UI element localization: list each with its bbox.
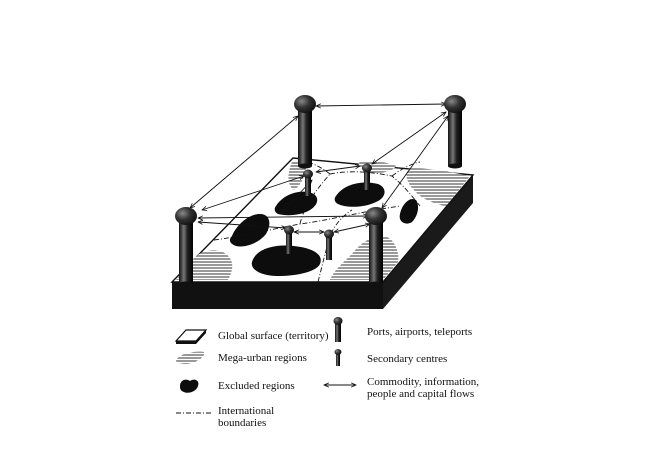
legend-label-boundaries-line1: International [218, 405, 275, 417]
secondary-centre-icon [362, 163, 372, 190]
port-pillar-icon [333, 317, 343, 342]
legend-label-secondary: Secondary centres [367, 353, 448, 365]
flow-arrow [372, 112, 446, 164]
slab-front-face [172, 282, 383, 309]
flows [190, 104, 448, 232]
legend-label-mega-urban: Mega-urban regions [218, 352, 307, 364]
slab-right-face [383, 175, 473, 309]
flow-arrow [316, 166, 360, 172]
flow-arrow [198, 222, 286, 228]
mega-urban-icon [176, 351, 205, 364]
secondary-centre-icon [324, 229, 334, 260]
legend-label-excluded: Excluded regions [218, 380, 295, 392]
excluded-region [334, 182, 385, 207]
port-pillar-icon [294, 95, 316, 169]
port-pillar-icon [444, 95, 466, 169]
secondary-centre-icon [334, 349, 342, 366]
major-pillars [175, 95, 466, 287]
excluded-region-icon [180, 379, 199, 393]
port-pillar-icon [365, 207, 387, 287]
legend-label-ports: Ports, airports, teleports [367, 326, 473, 338]
legend-label-flows-line1: Commodity, information, [367, 376, 480, 388]
legend-label-global-surface: Global surface (territory) [218, 330, 329, 342]
flow-arrow [334, 224, 370, 232]
secondary-centres [284, 163, 372, 260]
secondary-centre-icon [303, 169, 313, 196]
flow-arrow [198, 216, 368, 218]
legend-label-flows: Commodity, information, people and capit… [367, 376, 479, 400]
legend-label-boundaries: International boundaries [218, 405, 274, 429]
legend-label-flows-line2: people and capital flows [367, 388, 475, 400]
flow-arrow [316, 104, 446, 106]
port-pillar-icon [175, 207, 197, 287]
legend-label-boundaries-line2: boundaries [218, 417, 267, 429]
secondary-centre-icon [284, 225, 294, 254]
excluded-region [251, 245, 321, 276]
legend-symbols [174, 317, 356, 414]
global-surface-icon [174, 329, 208, 344]
